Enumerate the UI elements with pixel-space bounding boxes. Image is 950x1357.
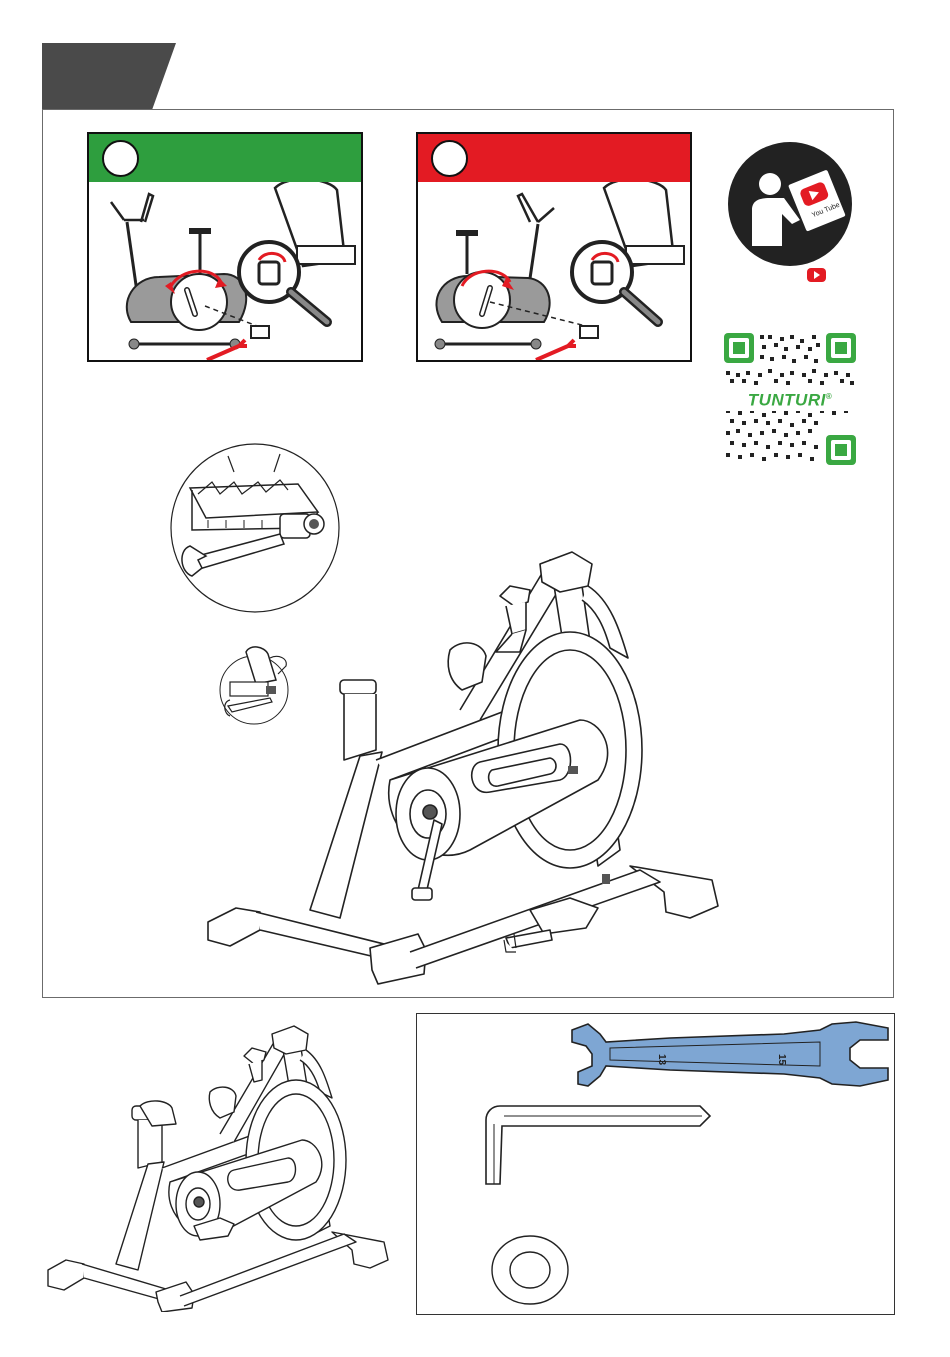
- open-end-wrench-icon: 13 15: [570, 1018, 890, 1090]
- step-number-circle: [431, 140, 468, 177]
- wrong-orientation-panel: [416, 132, 692, 362]
- wrench-size-13: 13: [656, 1054, 667, 1066]
- wrench-size-15: 15: [776, 1054, 787, 1066]
- step-number-circle: [102, 140, 139, 177]
- step-tab: [42, 43, 176, 110]
- correct-orientation-panel: [87, 132, 363, 362]
- watch-video-icon[interactable]: You Tube: [726, 140, 854, 268]
- right-pedal-illustration: [89, 182, 361, 360]
- exercise-bike-illustration: [200, 530, 730, 990]
- washer-icon: [490, 1234, 572, 1306]
- allen-key-icon: [480, 1100, 716, 1192]
- assembled-bike-thumbnail: [44, 1012, 396, 1312]
- youtube-play-icon[interactable]: [807, 268, 826, 282]
- left-pedal-illustration: [418, 182, 690, 360]
- tunturi-brand: TUNTURI®: [724, 387, 856, 411]
